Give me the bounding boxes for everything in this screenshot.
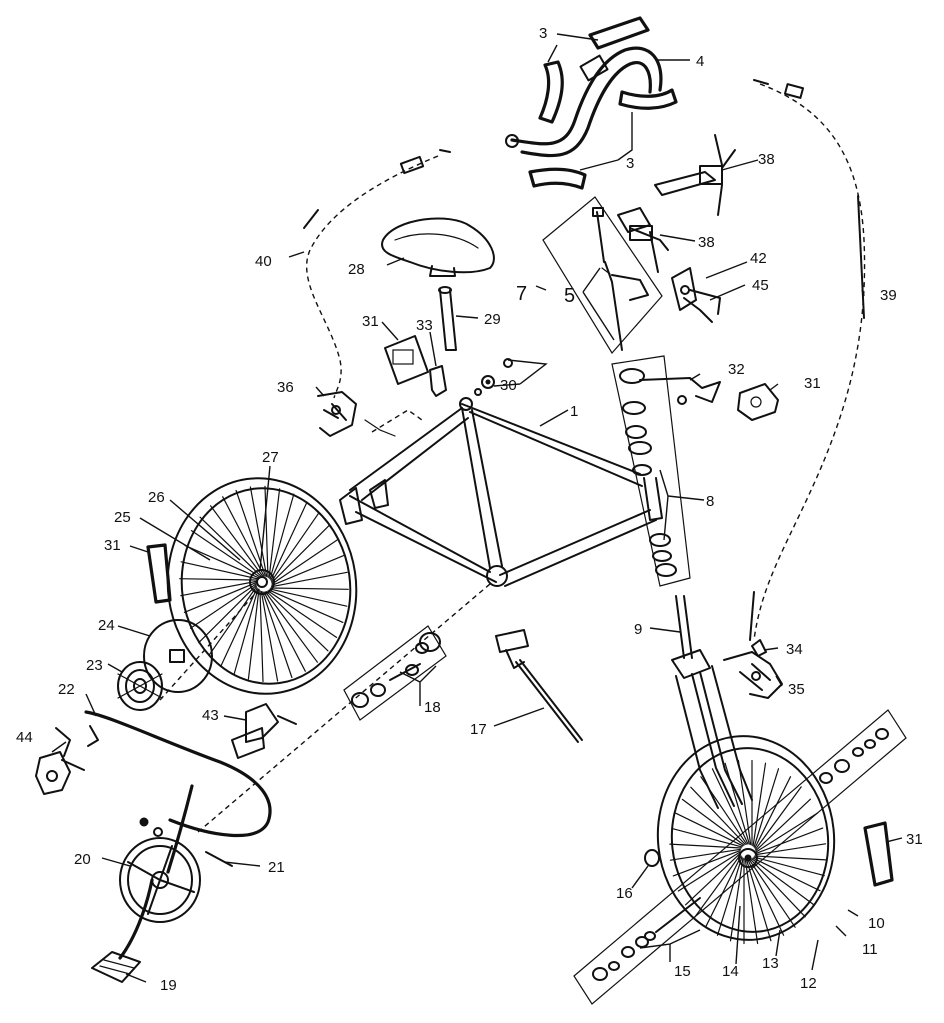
rear-derailleur (35, 727, 85, 795)
front-caliper-brake (723, 651, 783, 699)
stem-assembly-box (542, 196, 663, 355)
label-part-9: 9 (634, 621, 642, 638)
front-axle-box (573, 709, 907, 1005)
pedal (91, 951, 141, 983)
label-part-44: 44 (16, 729, 33, 746)
label-part-26: 26 (148, 489, 165, 506)
label-part-4: 4 (696, 53, 704, 70)
brake-lever-upper (654, 134, 736, 216)
label-part-30: 30 (500, 377, 517, 394)
front-brake-cable (749, 79, 866, 641)
brake-lever-lower (617, 207, 669, 273)
rear-hub-alignment-line (159, 409, 491, 833)
label-part-38-lower: 38 (698, 234, 715, 251)
label-part-43: 43 (202, 707, 219, 724)
chain (84, 710, 272, 838)
label-part-33: 33 (416, 317, 433, 334)
label-part-7: 7 (516, 283, 527, 305)
seat-post (438, 286, 457, 351)
grip-bottom (528, 167, 587, 190)
label-part-20: 20 (74, 851, 91, 868)
label-part-38-upper: 38 (758, 151, 775, 168)
reflector-rear-bracket (384, 335, 429, 385)
label-part-11: 11 (862, 941, 878, 958)
label-part-22: 22 (58, 681, 75, 698)
label-part-14: 14 (722, 963, 739, 980)
label-part-21: 21 (268, 859, 285, 876)
label-part-35: 35 (788, 681, 805, 698)
crank-cotter-set (139, 817, 233, 867)
label-part-27: 27 (262, 449, 279, 466)
part-labels: 3 4 3 38 38 42 45 39 7 5 40 28 29 31 33 … (16, 25, 923, 994)
label-part-32: 32 (728, 361, 745, 378)
label-part-31-front: 31 (804, 375, 821, 392)
kickstand (495, 629, 583, 743)
front-axle-set (592, 728, 889, 981)
label-part-29: 29 (484, 311, 501, 328)
label-part-8: 8 (706, 493, 714, 510)
frame (339, 397, 657, 587)
seat-clamp (429, 365, 447, 397)
spoke-protector (143, 619, 213, 693)
fork (671, 595, 753, 809)
brake-cable-guide (751, 639, 767, 657)
label-part-23: 23 (86, 657, 103, 674)
reflector-front (737, 383, 779, 421)
front-brake-arm (639, 377, 721, 405)
label-part-5: 5 (564, 285, 575, 307)
label-part-24: 24 (98, 617, 115, 634)
label-part-19: 19 (160, 977, 177, 994)
grip-left (538, 60, 564, 124)
label-part-45: 45 (752, 277, 769, 294)
seat-bolt-set (474, 358, 513, 396)
chainring-crank (118, 784, 201, 960)
label-part-28: 28 (348, 261, 365, 278)
front-wheel-clip (644, 849, 660, 867)
label-part-3-top: 3 (539, 25, 547, 42)
label-part-1: 1 (570, 403, 578, 420)
label-part-18: 18 (424, 699, 441, 716)
headset-assembly-box (611, 355, 691, 587)
reflector-front-wheel (863, 821, 894, 887)
grip-top (588, 16, 650, 50)
label-part-17: 17 (470, 721, 487, 738)
label-part-15: 15 (674, 963, 691, 980)
label-part-34: 34 (786, 641, 803, 658)
rear-caliper-brake (317, 391, 396, 437)
handlebar (505, 46, 663, 158)
label-part-16: 16 (616, 885, 633, 902)
rear-brake-cable (303, 149, 451, 399)
label-part-13: 13 (762, 955, 779, 972)
label-part-40: 40 (255, 253, 272, 270)
label-part-12: 12 (800, 975, 817, 992)
label-part-25: 25 (114, 509, 131, 526)
shift-lever-assembly (671, 267, 721, 323)
label-part-31-seat: 31 (362, 313, 379, 330)
bottom-bracket-box (343, 625, 447, 721)
rear-wheel (166, 477, 358, 695)
reflector-rear-wheel (146, 543, 172, 604)
bottom-bracket-set (351, 632, 441, 708)
label-part-42: 42 (750, 250, 767, 267)
stem (592, 207, 649, 351)
label-part-31-wheel: 31 (906, 831, 923, 848)
label-part-31-rear: 31 (104, 537, 121, 554)
headset (619, 368, 677, 577)
saddle (381, 217, 495, 277)
label-part-36: 36 (277, 379, 294, 396)
label-part-3-bottom: 3 (626, 155, 634, 172)
label-part-10: 10 (868, 915, 885, 932)
front-derailleur (231, 703, 297, 759)
leader-lines (51, 33, 903, 983)
label-part-39: 39 (880, 287, 897, 304)
grip-right (618, 88, 678, 110)
freewheel (117, 661, 163, 711)
